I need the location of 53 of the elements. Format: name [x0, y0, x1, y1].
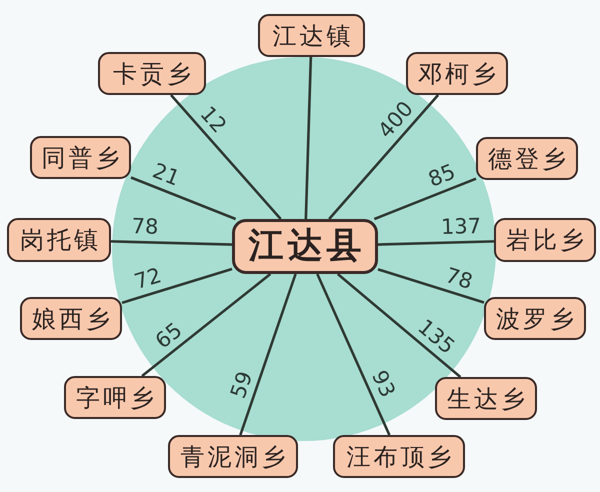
township-box — [30, 136, 131, 179]
place-name: 岩比乡 — [505, 228, 587, 252]
connector-line — [336, 273, 462, 378]
township-box — [98, 52, 206, 95]
connector-line — [378, 240, 494, 246]
edge-label: 65 — [152, 319, 186, 352]
connector-line — [141, 272, 272, 378]
place-name: 生达乡 — [446, 386, 528, 410]
place-name: 卡贡乡 — [112, 62, 194, 86]
place-name: 汪布顶乡 — [346, 444, 454, 468]
township-box — [168, 435, 298, 478]
place-name: 娘西乡 — [31, 306, 113, 330]
place-name: 字呷乡 — [75, 386, 157, 410]
edge-label: 21 — [150, 160, 182, 190]
connector-line — [316, 273, 391, 436]
place-name: 岗托镇 — [19, 228, 101, 252]
township-box — [406, 52, 508, 95]
edge-label: 400 — [375, 98, 418, 142]
edge-label: 85 — [426, 161, 458, 191]
township-box — [258, 14, 365, 57]
connector-line — [374, 178, 476, 220]
place-name: 邓柯乡 — [417, 62, 499, 86]
place-name: 波罗乡 — [495, 306, 577, 330]
edge-label: 135 — [414, 316, 458, 358]
edge-label: 72 — [132, 265, 164, 293]
edge-label: 59 — [227, 369, 256, 402]
edge-label: 137 — [440, 216, 482, 238]
township-box — [476, 137, 578, 180]
township-box — [435, 377, 537, 420]
place-name: 江达县 — [247, 229, 366, 264]
township-box — [7, 218, 111, 262]
township-box — [20, 297, 122, 340]
place-name: 德登乡 — [487, 146, 569, 170]
edge-label: 78 — [442, 264, 475, 293]
township-box — [484, 297, 586, 340]
connector-line — [239, 274, 297, 436]
township-box — [494, 218, 596, 262]
connector-line — [130, 176, 236, 220]
edge-label: 78 — [132, 216, 159, 238]
edge-label: 93 — [368, 367, 398, 400]
connector-line — [122, 268, 232, 304]
township-box — [64, 376, 166, 419]
connector-line — [328, 94, 440, 220]
connector-line — [170, 94, 282, 220]
connector-line — [304, 56, 312, 220]
connector-line — [378, 268, 484, 304]
place-name: 同普乡 — [40, 146, 122, 170]
connector-line — [110, 240, 232, 246]
township-box — [333, 435, 465, 478]
place-name: 江达镇 — [272, 24, 354, 48]
edge-label: 12 — [196, 102, 230, 137]
place-name: 青泥洞乡 — [180, 444, 288, 468]
county-box — [232, 219, 378, 274]
